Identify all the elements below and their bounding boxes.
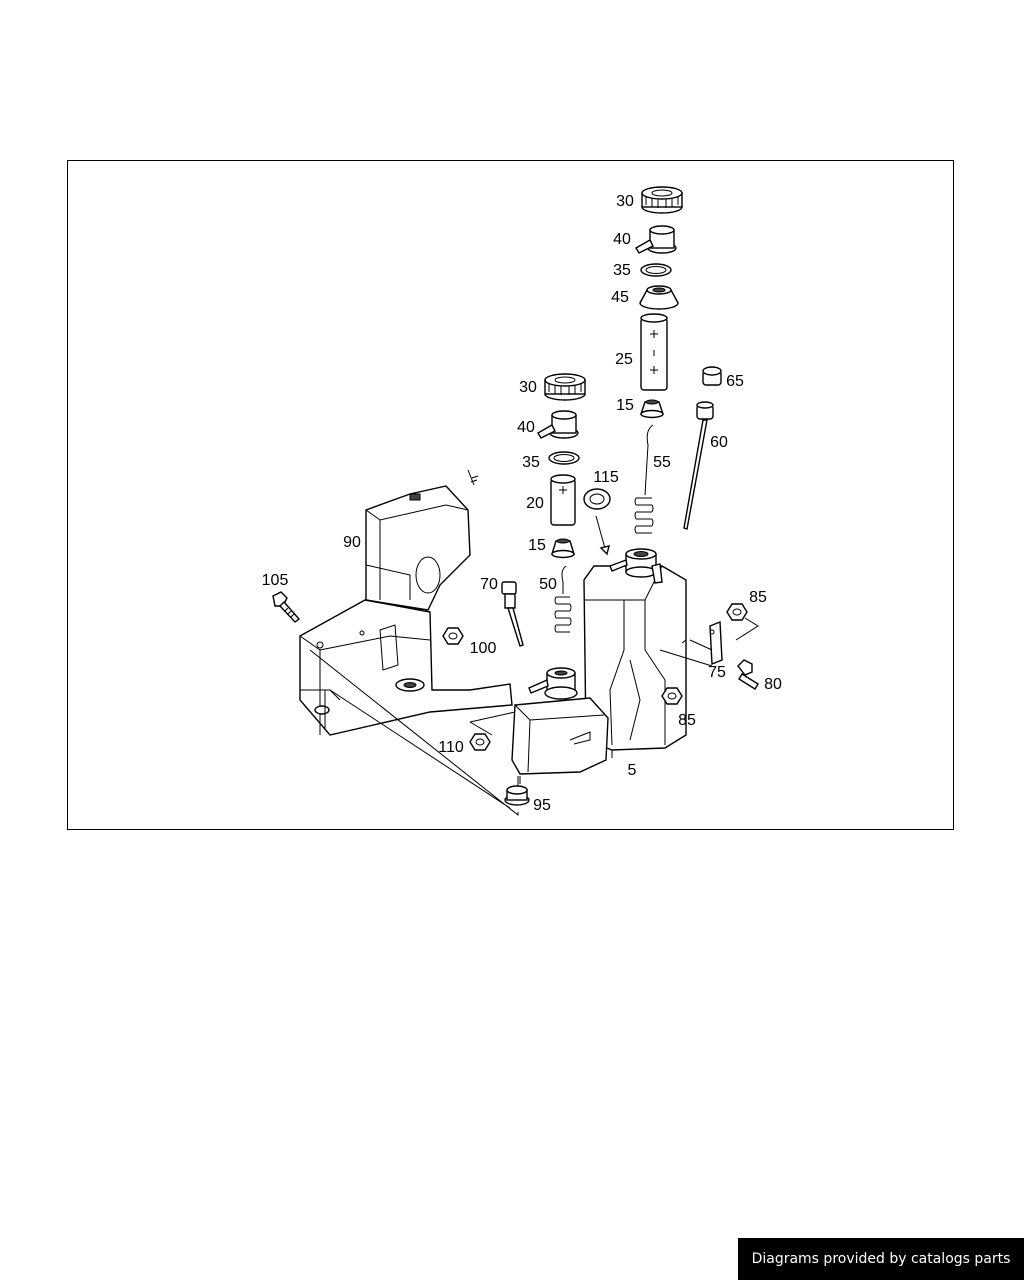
callout-5: 5 [628, 762, 637, 779]
callout-105: 105 [262, 572, 289, 589]
callout-20: 20 [526, 495, 544, 512]
callout-15-lower: 15 [528, 537, 546, 554]
callout-55: 55 [653, 454, 671, 471]
reservoir-tank-5 [583, 548, 687, 760]
callout-60: 60 [710, 434, 728, 451]
nut-85-lower [661, 687, 683, 705]
callout-110: 110 [438, 739, 464, 756]
callout-40-lower: 40 [517, 419, 535, 436]
callout-85-lower: 85 [678, 712, 696, 729]
fitting-40-lower [537, 410, 579, 439]
clip-75 [659, 620, 723, 667]
callout-75: 75 [708, 664, 726, 681]
callout-30-upper: 30 [616, 193, 634, 210]
nut-85-upper [726, 603, 759, 641]
callout-95: 95 [533, 797, 551, 814]
credit-banner: Diagrams provided by catalogs parts [738, 1238, 1024, 1280]
seat-45 [639, 285, 679, 310]
cap-30-lower [544, 373, 586, 401]
oring-35-lower [548, 451, 580, 465]
level-rod-60 [683, 401, 714, 530]
callout-100: 100 [470, 640, 497, 657]
spring-50 [554, 565, 572, 633]
nut-110 [469, 711, 516, 751]
callout-80: 80 [764, 676, 782, 693]
valve-15-upper [640, 399, 664, 419]
grommet-115 [583, 488, 611, 556]
filter-20 [550, 474, 576, 526]
plug-65 [702, 366, 722, 386]
bolt-105 [272, 591, 301, 623]
sensor-70 [501, 581, 524, 647]
callout-15-upper: 15 [616, 397, 634, 414]
nut-100 [442, 627, 464, 645]
cap-30-upper [641, 186, 683, 214]
callout-90: 90 [343, 534, 361, 551]
filter-25 [640, 313, 668, 391]
valve-15-lower [551, 538, 575, 559]
callout-35-upper: 35 [613, 262, 631, 279]
callout-115: 115 [593, 469, 619, 486]
bolt-80 [737, 659, 759, 690]
callout-40-upper: 40 [613, 231, 631, 248]
callout-45: 45 [611, 289, 629, 306]
callout-35-lower: 35 [522, 454, 540, 471]
callout-70: 70 [480, 576, 498, 593]
callout-85-upper: 85 [749, 589, 767, 606]
callout-50: 50 [539, 576, 557, 593]
grommet-95 [309, 649, 530, 817]
secondary-tank [511, 667, 609, 786]
credit-text: Diagrams provided by catalogs parts [751, 1251, 1011, 1267]
oring-35-upper [640, 263, 672, 277]
bracket-90 [299, 469, 513, 736]
parts-diagram-frame [67, 160, 954, 830]
callout-25: 25 [615, 351, 633, 368]
spring-55 [634, 424, 654, 534]
callout-65: 65 [726, 373, 744, 390]
callout-30-lower: 30 [519, 379, 537, 396]
fitting-40-upper [635, 225, 677, 254]
